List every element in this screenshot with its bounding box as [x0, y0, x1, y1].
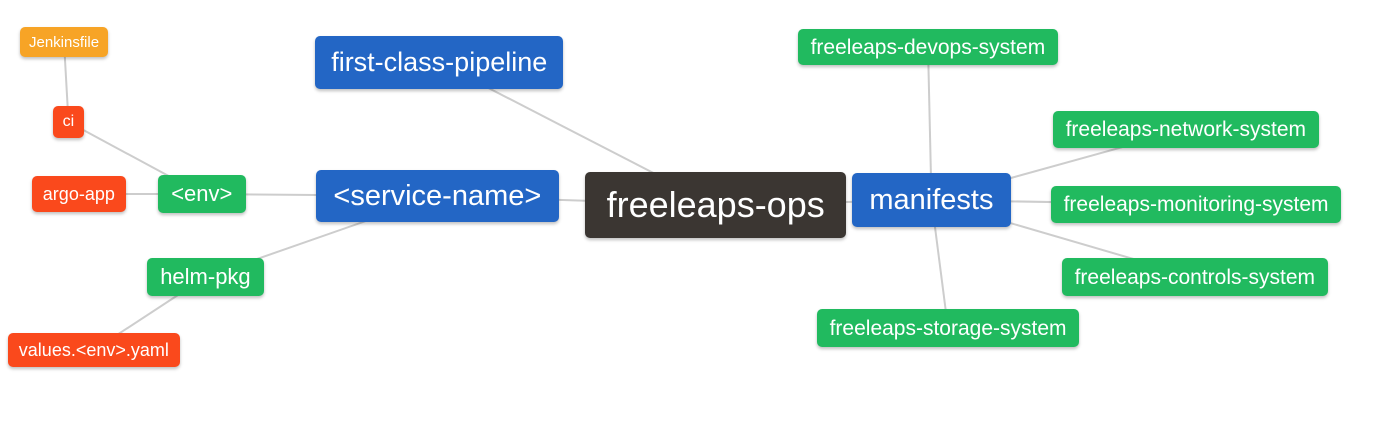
- node-values-env-yaml[interactable]: values.<env>.yaml: [8, 333, 180, 367]
- node-helm-pkg[interactable]: helm-pkg: [147, 258, 264, 296]
- node-jenkinsfile[interactable]: Jenkinsfile: [20, 27, 109, 57]
- node-ci[interactable]: ci: [53, 106, 84, 138]
- node-service-name[interactable]: <service-name>: [316, 170, 559, 222]
- node-first-class-pipeline[interactable]: first-class-pipeline: [315, 36, 564, 89]
- node-freeleaps-controls-system[interactable]: freeleaps-controls-system: [1062, 258, 1328, 296]
- node-freeleaps-devops-system[interactable]: freeleaps-devops-system: [798, 29, 1058, 65]
- node-freeleaps-network-system[interactable]: freeleaps-network-system: [1053, 111, 1319, 148]
- node-argo-app[interactable]: argo-app: [32, 176, 126, 212]
- node-freeleaps-monitoring-system[interactable]: freeleaps-monitoring-system: [1051, 186, 1342, 223]
- node-freeleaps-storage-system[interactable]: freeleaps-storage-system: [817, 309, 1080, 347]
- node-freeleaps-ops[interactable]: freeleaps-ops: [585, 172, 847, 238]
- node-env[interactable]: <env>: [158, 175, 246, 213]
- node-manifests[interactable]: manifests: [852, 173, 1011, 227]
